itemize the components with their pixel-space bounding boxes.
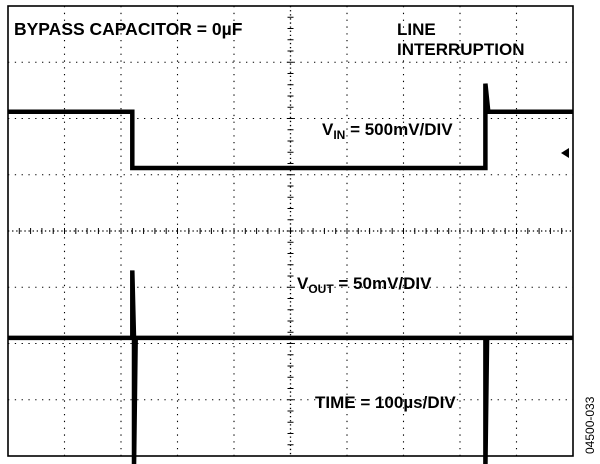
vout-prefix: V	[297, 274, 309, 293]
figure-id: 04500-033	[583, 396, 597, 454]
vout-scale-label: VOUT = 50mV/DIV	[297, 274, 432, 296]
vout-trace	[8, 270, 573, 464]
vin-subscript: IN	[333, 128, 345, 142]
line-interruption-label-1: LINE	[397, 20, 436, 39]
time-scale-label: TIME = 100µs/DIV	[315, 393, 456, 412]
vin-value: = 500mV/DIV	[345, 120, 453, 139]
line-interruption-label-2: INTERRUPTION	[397, 40, 525, 59]
graticule	[8, 6, 573, 456]
vout-subscript: OUT	[308, 282, 334, 296]
bypass-capacitor-label: BYPASS CAPACITOR = 0µF	[14, 19, 243, 39]
trigger-marker-icon	[561, 148, 569, 158]
vin-scale-label: VIN = 500mV/DIV	[322, 120, 453, 142]
vin-prefix: V	[322, 120, 334, 139]
vin-trace	[8, 83, 573, 171]
traces	[8, 83, 573, 464]
vout-value: = 50mV/DIV	[334, 274, 432, 293]
